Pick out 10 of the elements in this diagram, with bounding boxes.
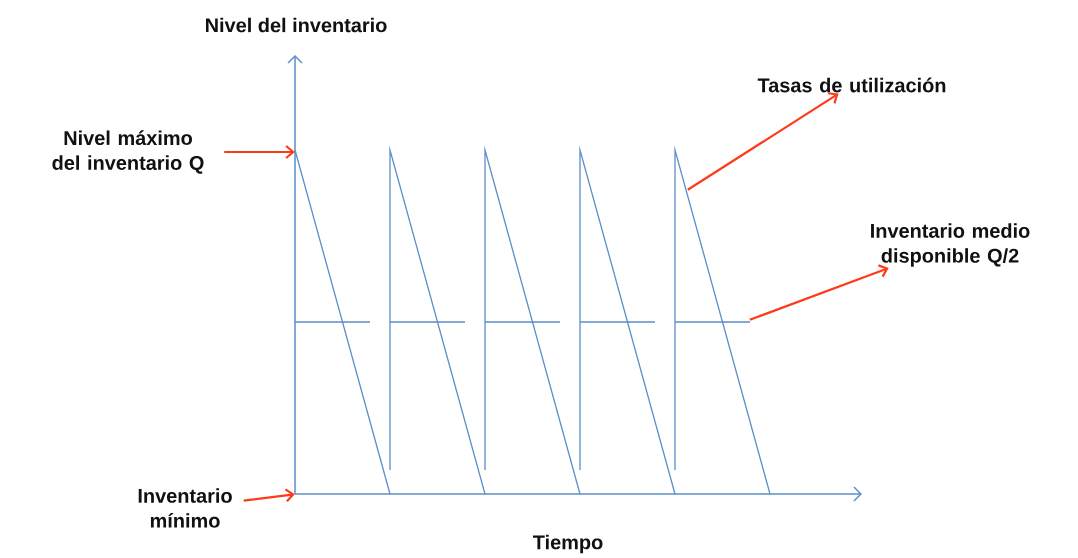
axis-title: Tiempo (533, 534, 603, 554)
leader-arrow (749, 264, 889, 321)
leader-arrow (687, 92, 839, 191)
annotation-text: Tasas de utilización (757, 77, 946, 93)
annotation-text: Nivel máximo del inventario Q (52, 130, 204, 174)
axis-title: Nivel del inventario (206, 17, 387, 33)
leader-arrow (224, 145, 295, 159)
annotation-text: Inventario mínimo (138, 488, 232, 528)
annotation-text: Inventario medio disponible Q/2 (871, 223, 1030, 267)
leader-arrow (243, 488, 295, 502)
